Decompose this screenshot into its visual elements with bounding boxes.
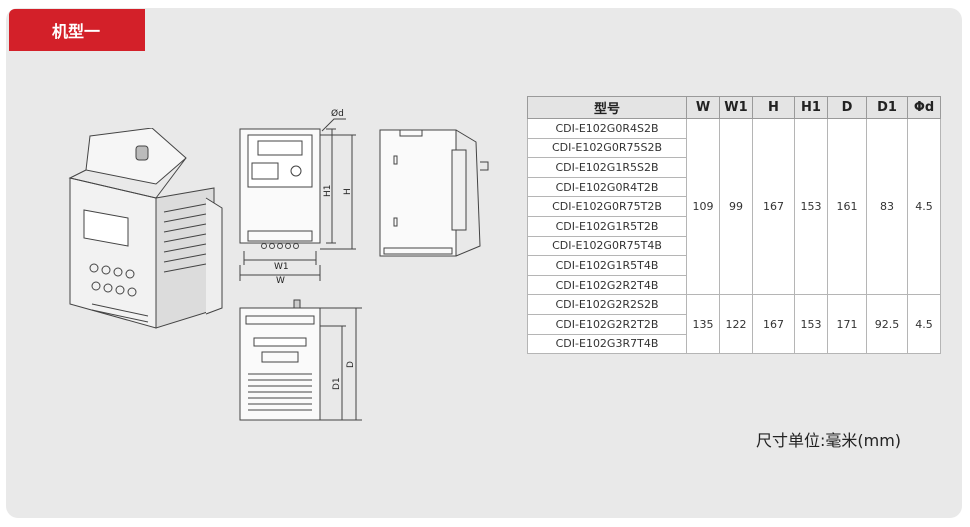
model-cell: CDI-E102G3R7T4B	[527, 333, 687, 355]
dim-d-cell: 161	[827, 117, 867, 296]
label-d1: D1	[332, 377, 342, 390]
dim-h1-cell: 153	[794, 117, 828, 296]
model-cell: CDI-E102G2R2T2B	[527, 313, 687, 335]
dim-w1-cell: 99	[719, 117, 753, 296]
model-cell: CDI-E102G0R4T2B	[527, 176, 687, 198]
dim-phi-d-cell: 4.5	[907, 117, 941, 296]
label-w1: W1	[274, 262, 289, 272]
header-h: H	[752, 96, 795, 119]
header-model: 型号	[527, 96, 687, 119]
dim-h1-cell: 153	[794, 294, 828, 355]
header-w: W	[686, 96, 720, 119]
table-row: CDI-E102G2R2T4B	[527, 274, 941, 296]
model-cell: CDI-E102G0R75T2B	[527, 196, 687, 217]
model-cell: CDI-E102G1R5T4B	[527, 255, 687, 276]
top-view-drawing: D D1	[234, 296, 364, 426]
dim-h-cell: 167	[752, 117, 795, 296]
header-d: D	[827, 96, 867, 119]
model-tab[interactable]: 机型一	[9, 9, 145, 51]
header-phi-d: Φd	[907, 96, 941, 119]
dim-d1-cell: 92.5	[866, 294, 908, 355]
unit-note: 尺寸单位:毫米(mm)	[756, 431, 902, 450]
label-phi-d: Ød	[331, 108, 344, 119]
isometric-view	[56, 128, 228, 336]
front-view-drawing: Ød H1 H W1 W	[234, 105, 364, 285]
model-cell: CDI-E102G0R75S2B	[527, 137, 687, 159]
dim-w-cell: 109	[686, 117, 720, 296]
header-w1: W1	[719, 96, 753, 119]
model-cell: CDI-E102G2R2T4B	[527, 274, 687, 296]
dim-h-cell: 167	[752, 294, 795, 355]
dim-d1-cell: 83	[866, 117, 908, 296]
table-row: CDI-E102G1R5T2B	[527, 215, 941, 237]
model-cell: CDI-E102G0R75T4B	[527, 235, 687, 257]
header-d1: D1	[866, 96, 908, 119]
label-w: W	[276, 276, 285, 285]
model-cell: CDI-E102G1R5T2B	[527, 215, 687, 237]
side-view-drawing	[376, 126, 502, 262]
table-row: CDI-E102G3R7T4B	[527, 333, 941, 355]
table-header-row: 型号 W W1 H H1 D D1 Φd	[527, 96, 941, 119]
dimension-table: 型号 W W1 H H1 D D1 Φd CDI-E102G0R4S2B 109…	[527, 96, 941, 355]
dim-d-cell: 171	[827, 294, 867, 355]
model-cell: CDI-E102G2R2S2B	[527, 294, 687, 315]
label-d: D	[346, 361, 356, 368]
dim-w1-cell: 122	[719, 294, 753, 355]
table-row: CDI-E102G0R4S2B 109 99 167 153 161 83 4.…	[527, 117, 941, 296]
model-cell: CDI-E102G0R4S2B	[527, 118, 687, 139]
model-cell: CDI-E102G1R5S2B	[527, 157, 687, 178]
label-h1: H1	[323, 185, 333, 198]
dim-w-cell: 135	[686, 294, 720, 355]
dim-phi-d-cell: 4.5	[907, 294, 941, 355]
header-h1: H1	[794, 96, 828, 119]
table-row: CDI-E102G2R2S2B 135 122 167 153 171 92.5…	[527, 294, 941, 355]
label-h: H	[343, 188, 353, 195]
